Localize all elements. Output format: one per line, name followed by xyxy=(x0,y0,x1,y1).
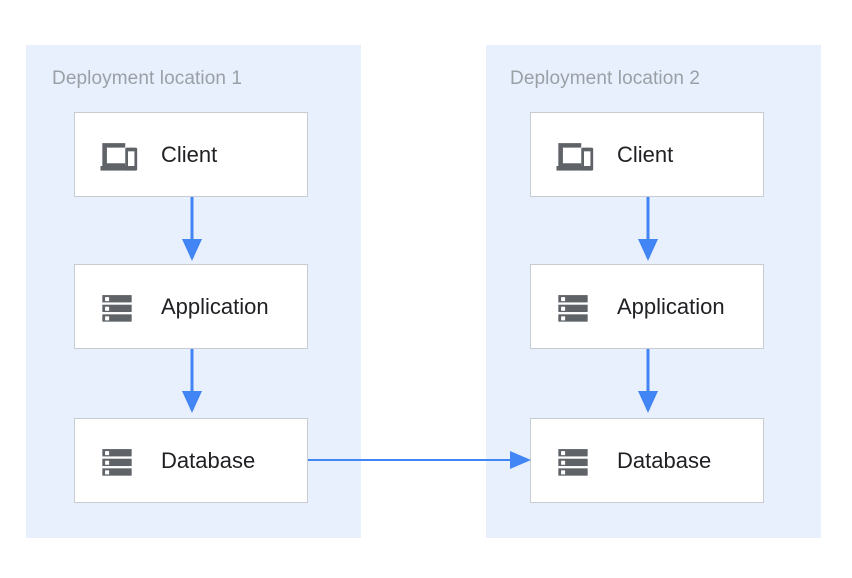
node-database-1-label: Database xyxy=(161,447,256,473)
node-database-2[interactable]: Database xyxy=(530,418,764,503)
server-icon xyxy=(558,448,588,476)
deployment-zone-1-label: Deployment location 1 xyxy=(52,68,243,89)
node-client-2[interactable]: Client xyxy=(530,112,764,197)
devices-icon xyxy=(556,142,594,171)
node-application-1[interactable]: Application xyxy=(74,264,308,349)
server-icon xyxy=(102,448,132,476)
node-client-2-label: Client xyxy=(617,141,674,167)
node-database-2-label: Database xyxy=(617,447,712,473)
arrow-database1-to-database2 xyxy=(308,451,531,469)
node-application-1-label: Application xyxy=(161,293,269,319)
server-icon xyxy=(558,294,588,322)
server-icon xyxy=(102,294,132,322)
node-client-1[interactable]: Client xyxy=(74,112,308,197)
node-application-2[interactable]: Application xyxy=(530,264,764,349)
node-application-2-label: Application xyxy=(617,293,725,319)
deployment-zone-2-label: Deployment location 2 xyxy=(510,68,701,89)
arrow-client2-to-application2 xyxy=(638,197,658,261)
devices-icon xyxy=(100,142,138,171)
arrow-client1-to-application1 xyxy=(182,197,202,261)
node-client-1-label: Client xyxy=(161,141,218,167)
node-database-1[interactable]: Database xyxy=(74,418,308,503)
arrow-application2-to-database2 xyxy=(638,349,658,413)
arrow-application1-to-database1 xyxy=(182,349,202,413)
